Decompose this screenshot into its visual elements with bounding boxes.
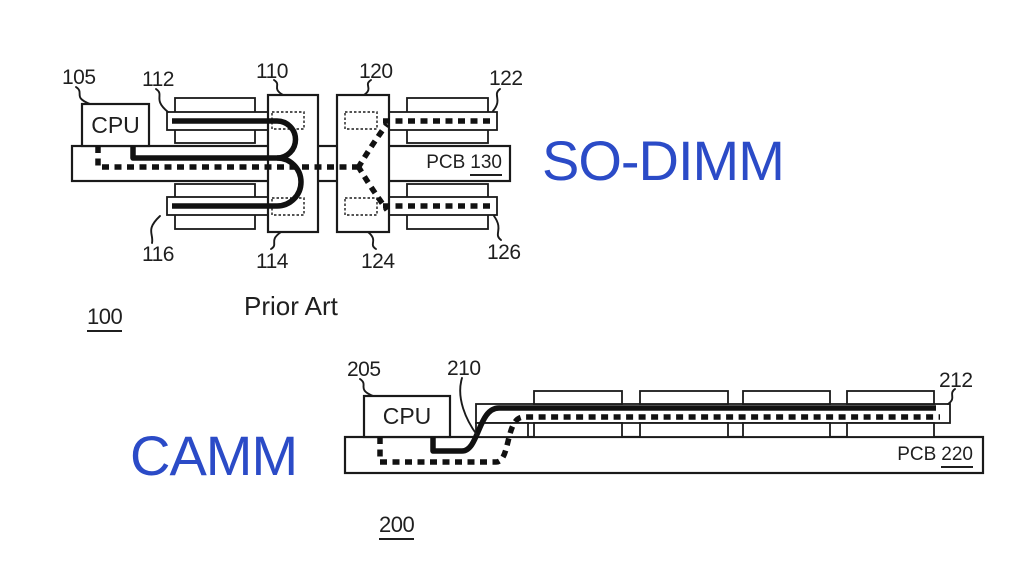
memory-chip	[742, 422, 831, 438]
ref-label-120: 120	[359, 60, 393, 83]
leader-line	[359, 377, 956, 436]
ref-label-112: 112	[142, 68, 174, 91]
cpu-box	[362, 394, 452, 439]
contact-pad	[271, 111, 305, 130]
ref-label-126: 126	[487, 241, 521, 264]
contact-pad	[271, 197, 305, 216]
ref-label-110: 110	[256, 60, 288, 83]
camm-heading: CAMM	[130, 424, 298, 487]
figure-number-text: 100	[87, 304, 123, 332]
figure-number-100: 100	[87, 304, 123, 332]
pcb-label-text: PCB	[897, 444, 937, 465]
ref-label-105: 105	[62, 66, 96, 89]
cpu-box	[80, 102, 151, 148]
memory-chip	[846, 390, 935, 405]
dashed-signal-trace	[95, 118, 492, 212]
sodimm-diagram	[70, 79, 512, 250]
solid-signal-trace	[130, 118, 304, 209]
contact-pad	[344, 197, 378, 216]
cpu-label: CPU	[91, 111, 140, 138]
ref-label-122: 122	[489, 67, 523, 90]
solid-signal-trace	[430, 405, 936, 454]
memory-chip	[639, 422, 729, 438]
module-board	[388, 196, 498, 216]
memory-chip	[846, 422, 935, 438]
prior-art-caption: Prior Art	[244, 291, 338, 321]
ref-label-124: 124	[361, 250, 395, 273]
memory-chip	[533, 390, 623, 405]
contact-pad	[344, 111, 378, 130]
pcb-ref-number: 130	[470, 152, 502, 176]
memory-chip	[742, 390, 831, 405]
sodimm-heading: SO-DIMM	[542, 129, 785, 192]
ref-label-116: 116	[142, 243, 174, 266]
cpu-label: CPU	[382, 403, 432, 429]
dashed-signal-trace	[377, 414, 940, 465]
pcb-label-text: PCB	[426, 152, 466, 173]
memory-chip	[639, 390, 729, 405]
memory-chip	[533, 422, 623, 438]
ref-label-114: 114	[256, 250, 288, 273]
ref-label-212: 212	[939, 369, 973, 392]
pcb-ref-number: 220	[941, 444, 973, 468]
ref-label-210: 210	[447, 357, 481, 380]
figure-number-200: 200	[379, 512, 415, 540]
ref-label-205: 205	[347, 358, 381, 381]
figure-number-text: 200	[379, 512, 415, 540]
leader-line	[75, 79, 502, 250]
module-board	[388, 111, 498, 131]
camm-diagram	[343, 377, 985, 475]
